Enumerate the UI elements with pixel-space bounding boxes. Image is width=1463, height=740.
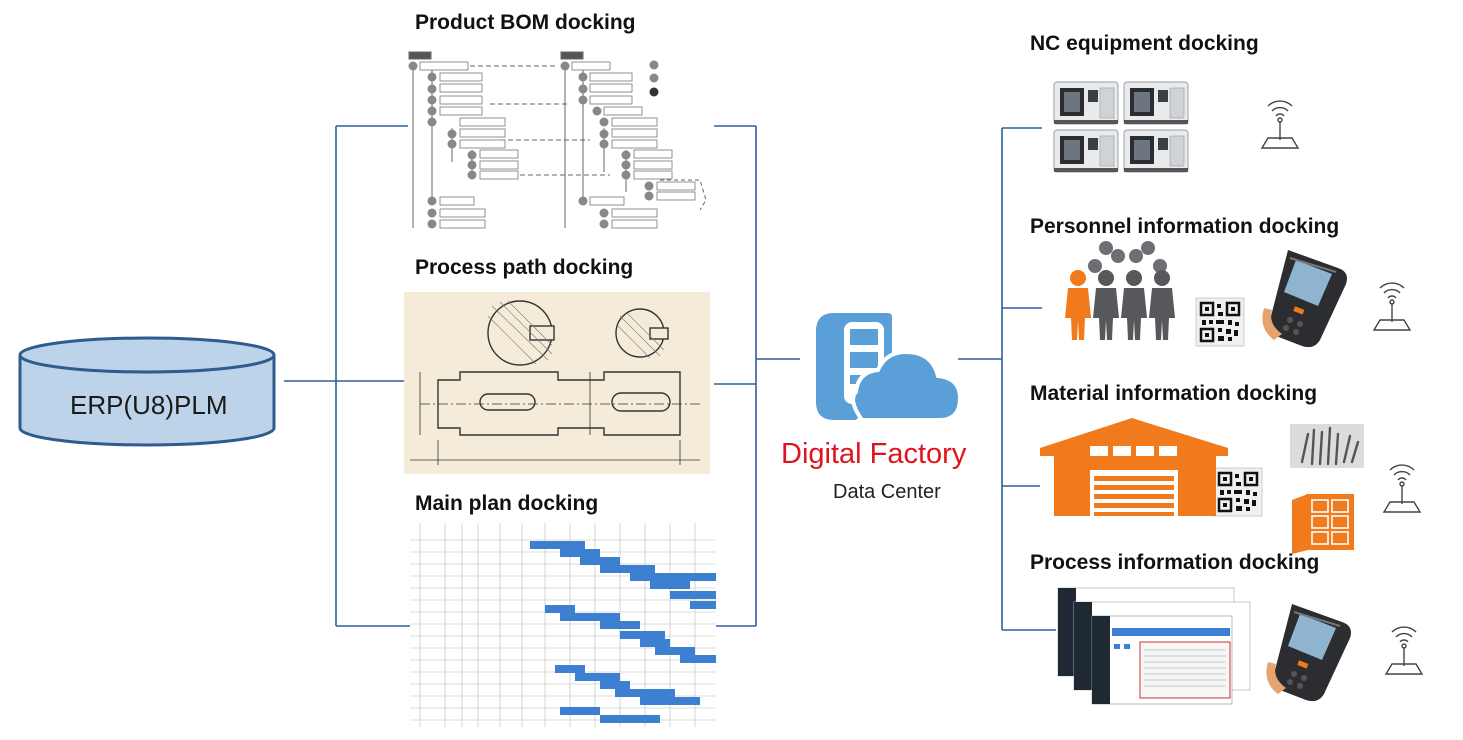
process-path-title: Process path docking — [415, 256, 634, 279]
main-plan-title: Main plan docking — [415, 492, 599, 515]
nc-equipment-title: NC equipment docking — [1030, 32, 1259, 55]
process-info-title: Process information docking — [1030, 551, 1320, 574]
digital-factory-title: Digital Factory — [781, 438, 967, 470]
personnel-info-title: Personnel information docking — [1030, 215, 1340, 238]
product-bom-title: Product BOM docking — [415, 11, 636, 34]
data-center-subtitle: Data Center — [833, 481, 941, 503]
erp-label: ERP(U8)PLM — [70, 390, 228, 420]
material-info-title: Material information docking — [1030, 382, 1318, 405]
